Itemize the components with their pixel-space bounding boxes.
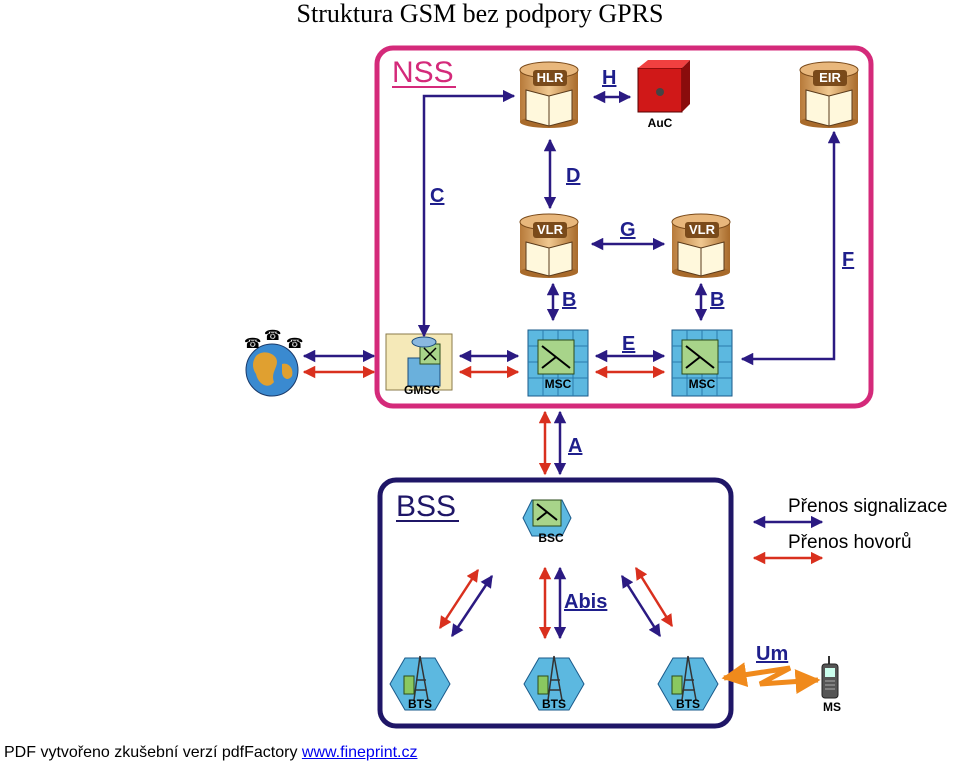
msc1-label: MSC bbox=[545, 377, 572, 391]
eir-label: EIR bbox=[819, 70, 841, 85]
nss-box bbox=[374, 45, 874, 409]
msc2-label: MSC bbox=[689, 377, 716, 391]
footer: PDF vytvořeno zkušební verzí pdfFactory … bbox=[4, 744, 417, 762]
bts2-icon bbox=[523, 655, 585, 711]
gmsc-label: GMSC bbox=[404, 383, 440, 397]
arrow-c bbox=[417, 89, 516, 338]
hlr-icon bbox=[519, 61, 579, 128]
auc-safe-icon bbox=[637, 60, 690, 113]
bsc-icon bbox=[522, 499, 572, 537]
bts2-label: BTS bbox=[542, 697, 566, 711]
arrow-bsc-bts1-voice bbox=[438, 568, 480, 630]
iface-b2: B bbox=[710, 289, 724, 311]
iface-h: H bbox=[602, 67, 616, 89]
vlr1-icon bbox=[519, 213, 579, 278]
iface-b1: B bbox=[562, 289, 576, 311]
iface-d: D bbox=[566, 165, 580, 187]
vlr1-label: VLR bbox=[537, 222, 564, 237]
nss-label: NSS bbox=[392, 56, 454, 89]
arrow-bsc-bts3-voice bbox=[634, 566, 674, 628]
iface-abis: Abis bbox=[564, 591, 607, 613]
auc-label: AuC bbox=[648, 116, 673, 130]
svg-text:☎: ☎ bbox=[244, 335, 261, 351]
bts3-label: BTS bbox=[676, 697, 700, 711]
bss-box bbox=[377, 477, 734, 729]
arrow-f bbox=[740, 130, 841, 366]
svg-text:☎: ☎ bbox=[264, 327, 281, 343]
hlr-label: HLR bbox=[537, 70, 564, 85]
iface-a: A bbox=[568, 435, 582, 457]
vlr2-label: VLR bbox=[689, 222, 716, 237]
iface-um: Um bbox=[756, 643, 788, 665]
arrow-bsc-bts3-signal bbox=[620, 574, 662, 638]
legend-signal-label: Přenos signalizace bbox=[788, 496, 947, 517]
svg-text:☎: ☎ bbox=[286, 335, 303, 351]
diagram-title: Struktura GSM bez podpory GPRS bbox=[296, 0, 664, 28]
bts1-icon bbox=[389, 655, 451, 711]
globe-phones-icon: ☎ ☎ ☎ bbox=[244, 327, 303, 397]
legend-voice-label: Přenos hovorů bbox=[788, 532, 912, 553]
bss-label: BSS bbox=[396, 490, 456, 523]
iface-c: C bbox=[430, 185, 444, 207]
bts3-icon bbox=[657, 655, 719, 711]
iface-f: F bbox=[842, 249, 854, 271]
mobile-phone-icon bbox=[821, 656, 839, 699]
bts1-label: BTS bbox=[408, 697, 432, 711]
msc2-icon bbox=[671, 329, 733, 397]
eir-icon bbox=[799, 61, 859, 128]
iface-g: G bbox=[620, 219, 636, 241]
gmsc-icon bbox=[385, 333, 453, 391]
vlr2-icon bbox=[671, 213, 731, 278]
footer-link[interactable]: www.fineprint.cz bbox=[301, 744, 418, 761]
arrow-um bbox=[721, 662, 821, 695]
footer-text: PDF vytvořeno zkušební verzí pdfFactory bbox=[4, 744, 302, 761]
bsc-label: BSC bbox=[538, 531, 564, 545]
arrow-bsc-bts1-signal bbox=[450, 574, 494, 638]
ms-label: MS bbox=[823, 700, 841, 714]
msc1-icon bbox=[527, 329, 589, 397]
iface-e: E bbox=[622, 333, 635, 355]
